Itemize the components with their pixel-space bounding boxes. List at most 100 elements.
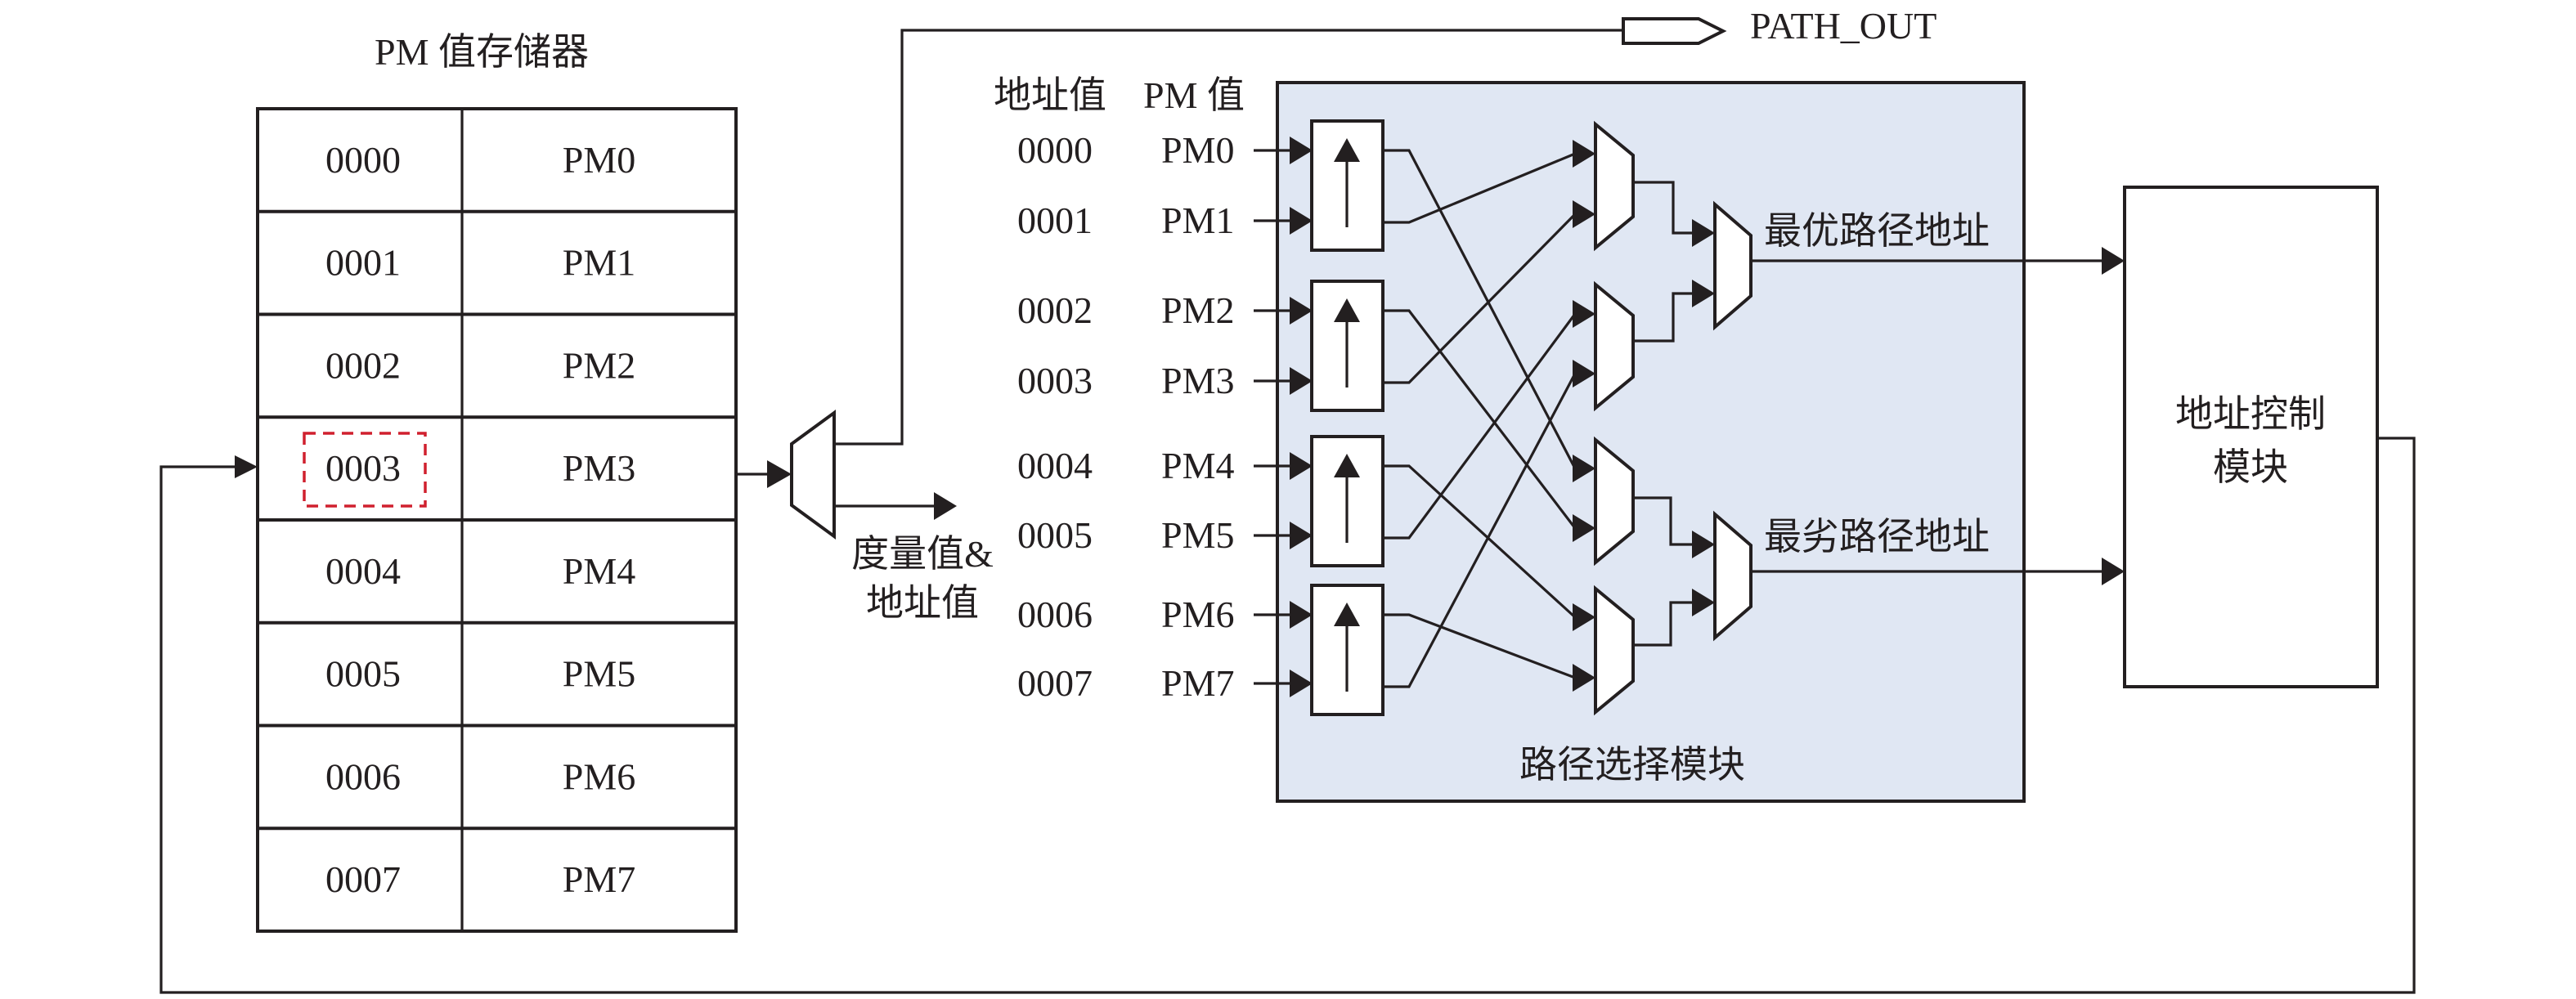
input-arrow-icon (1290, 522, 1313, 549)
input-address: 0005 (1017, 514, 1093, 556)
input-address: 0006 (1017, 594, 1093, 635)
crossbar-wire (1383, 313, 1577, 540)
highlight-box (303, 432, 427, 508)
up-arrow-icon (1334, 298, 1360, 322)
input-address: 0007 (1017, 662, 1093, 704)
memory-pm-cell: PM0 (563, 139, 635, 181)
selector-mux (1594, 585, 1635, 716)
input-arrow-icon (1290, 601, 1313, 629)
up-arrow-icon (1334, 603, 1360, 626)
input-arrow-icon (1290, 297, 1313, 325)
input-address: 0003 (1017, 360, 1093, 401)
input-address: 0004 (1017, 445, 1093, 486)
feedback-line (159, 437, 2416, 994)
mux-input-arrow-icon (1573, 514, 1595, 542)
memory-pm-cell: PM5 (563, 653, 635, 695)
best-out-arrow-icon (2102, 247, 2125, 275)
output-mux (790, 410, 836, 540)
input-pm: PM0 (1161, 129, 1234, 171)
crossbar-wire (1383, 464, 1577, 619)
header-pm: PM 值 (1143, 74, 1245, 116)
memory-address-cell: 0002 (325, 344, 401, 386)
memory-pm-cell: PM7 (563, 858, 635, 900)
input-address: 0000 (1017, 129, 1093, 171)
memory-address-cell: 0005 (325, 653, 401, 695)
path-select-panel (1276, 81, 2026, 803)
input-pm: PM3 (1161, 360, 1234, 401)
mux-input-arrow-icon (1692, 531, 1715, 558)
metric-out-arrow-icon (934, 492, 957, 520)
memory-pm-cell: PM6 (563, 755, 635, 797)
mux-join-wire (1633, 601, 1694, 647)
path-out-label: PATH_OUT (1750, 5, 1936, 47)
path-select-title: 路径选择模块 (1519, 744, 1745, 786)
mux-input-arrow-icon (1573, 455, 1595, 482)
path-out-line (834, 29, 1623, 446)
best-path-label: 最优路径地址 (1764, 210, 1990, 252)
mux-input-arrow-icon (1573, 140, 1595, 168)
mux-input-arrow-icon (1573, 360, 1595, 388)
memory-pm-cell: PM1 (563, 242, 635, 284)
memory-pm-cell: PM3 (563, 447, 635, 489)
memory-address-cell: 0004 (325, 550, 401, 592)
mux-input-arrow-icon (1573, 664, 1595, 692)
memory-pm-cell: PM4 (563, 550, 635, 592)
up-arrow-icon (1334, 138, 1360, 162)
up-arrow-icon (1334, 454, 1360, 477)
worst-path-label: 最劣路径地址 (1764, 516, 1990, 558)
metric-label-line2: 地址值 (866, 582, 979, 624)
mux-list (1573, 120, 1752, 716)
mux-input-arrow-icon (1692, 280, 1715, 307)
final-selector-mux (1713, 200, 1752, 331)
memory-title: PM 值存储器 (375, 31, 589, 73)
metric-label-line1: 度量值& (851, 533, 994, 575)
crossbar-wire (1383, 213, 1577, 384)
input-pm: PM1 (1161, 199, 1234, 241)
feedback-arrow-icon (235, 455, 258, 478)
mux-join-wire (1633, 181, 1694, 235)
mux-join-wire (1633, 496, 1694, 546)
compare-sort-unit (1310, 280, 1384, 412)
memory-address-cell: 0007 (325, 858, 401, 900)
compare-sort-unit (1310, 119, 1384, 252)
input-row: 0003 PM3 (1017, 360, 1313, 401)
memory-address-cell: 0000 (325, 139, 401, 181)
worst-out-arrow-icon (2102, 558, 2125, 585)
address-control-module (2123, 186, 2379, 688)
selector-mux (1594, 120, 1635, 252)
input-pm: PM2 (1161, 289, 1234, 331)
input-row: 0002 PM2 (1017, 289, 1313, 331)
crossbar-wire (1383, 152, 1576, 224)
mux-input-arrow-icon (1573, 200, 1595, 228)
sorter-list (1310, 119, 1384, 716)
crossbar-wire (1383, 149, 1577, 469)
selector-mux (1594, 280, 1635, 412)
mux-join-wire (1633, 292, 1694, 343)
compare-sort-unit (1310, 435, 1384, 567)
input-address: 0002 (1017, 289, 1093, 331)
memory-address-cell: 0001 (325, 242, 401, 284)
input-pm: PM4 (1161, 445, 1234, 486)
selector-mux (1594, 436, 1635, 567)
memory-address-cell: 0003 (325, 447, 401, 489)
memory-pm-cell: PM2 (563, 344, 635, 386)
input-arrow-icon (1290, 452, 1313, 480)
crossbar-wire (1383, 309, 1577, 529)
input-pm: PM7 (1161, 662, 1234, 704)
input-arrow-icon (1290, 670, 1313, 697)
path-out-port-icon (1622, 17, 1727, 45)
compare-sort-unit (1310, 584, 1384, 716)
memory-out-arrow-icon (767, 460, 792, 488)
mux-input-arrow-icon (1692, 219, 1715, 247)
mux-input-arrow-icon (1573, 300, 1595, 328)
memory-address-cell: 0006 (325, 755, 401, 797)
input-arrow-icon (1290, 207, 1313, 235)
address-control-line1: 地址控制 (2175, 393, 2326, 435)
input-arrow-icon (1290, 137, 1313, 164)
